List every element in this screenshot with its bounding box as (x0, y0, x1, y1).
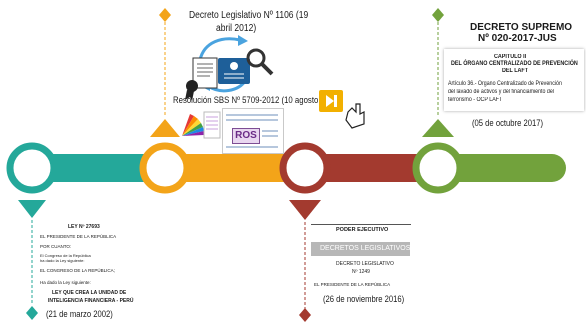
decreto-1249-banner: DECRETOS LEGISLATIVOS (320, 245, 411, 252)
decreto-supremo-body-line3: terrorismo - OCP LAFT (448, 97, 503, 103)
ros-label: ROS (232, 128, 260, 144)
ley-27693-line6: Ha dado la Ley siguiente: (40, 280, 91, 285)
ley-27693-line2: POR CUANTO: (40, 244, 72, 249)
report-table-icon (203, 111, 221, 139)
decreto-supremo-chapter-line3: DEL LAFT (502, 68, 529, 74)
diamond-marker-green (432, 8, 444, 22)
milestone-ring-2017 (412, 142, 464, 194)
decreto-supremo-title-line1: DECRETO SUPREMO (470, 22, 573, 33)
ley-27693-line3: El Congreso de la República (40, 253, 91, 258)
decreto-supremo-body-line1: Artículo 36.- Órgano Centralizado de Pre… (448, 81, 562, 87)
decreto-supremo-date: (05 de octubre 2017) (472, 118, 544, 128)
ros-form-row (262, 130, 278, 132)
seal-icon (185, 80, 198, 101)
milestone-ring-2012 (139, 142, 191, 194)
ros-form-row (262, 135, 278, 137)
decreto-1249-title-line2: Nº 1249 (352, 269, 370, 275)
diamond-marker-red (299, 308, 311, 322)
ley-27693-title: LEY Nº 27693 (68, 224, 100, 230)
resolucion-sbs-title: Resolución SBS Nº 5709-2012 (10 agosto 2… (173, 95, 341, 106)
diamond-marker-teal (26, 306, 38, 320)
decreto-supremo-body-line2: del lavado de activos y del financiamien… (448, 89, 554, 95)
diamond-marker-orange (159, 8, 171, 22)
poder-ejecutivo-rule (311, 224, 411, 231)
pointer-triangle-teal (18, 200, 46, 218)
milestone-ring-2016 (279, 142, 331, 194)
ley-27693-heading-line1: LEY QUE CREA LA UNIDAD DE (52, 290, 127, 296)
pointer-triangle-orange (150, 119, 180, 137)
play-next-icon (326, 95, 337, 107)
milestone-ring-2002 (6, 142, 58, 194)
color-fan-icon (182, 114, 204, 136)
hand-cursor-icon (345, 103, 365, 129)
ley-27693-line1: EL PRESIDENTE DE LA REPÚBLICA (40, 234, 117, 239)
pointer-triangle-red (289, 200, 321, 220)
ley-27693-date: (21 de marzo 2002) (46, 309, 113, 319)
decreto-1106-title-line1: Decreto Legislativo Nº 1106 (19 (189, 10, 309, 21)
ley-27693-line5: EL CONGRESO DE LA REPÚBLICA; (40, 268, 115, 273)
institution-badge-icon (218, 58, 250, 84)
decreto-1249-header: PODER EJECUTIVO (336, 227, 389, 233)
decreto-supremo-title-line2: Nº 020-2017-JUS (478, 33, 557, 44)
decreto-1249-date: (26 de noviembre 2016) (323, 294, 405, 304)
decreto-supremo-chapter-line2: DEL ÓRGANO CENTRALIZADO DE PREVENCIÓN (451, 61, 578, 67)
pointer-triangle-green (422, 119, 454, 137)
decreto-1249-title-line1: DECRETO LEGISLATIVO (336, 261, 394, 267)
decreto-supremo-excerpt (444, 49, 584, 111)
magnifier-icon (246, 48, 274, 76)
ley-27693-line4: ha dado la Ley siguiente: (40, 258, 85, 263)
ley-27693-heading-line2: INTELIGENCIA FINANCIERA - PERÚ (48, 298, 134, 304)
ros-form-row (226, 119, 278, 121)
decreto-1106-title-line2: abril 2012) (216, 23, 257, 34)
ros-form-row (226, 146, 278, 148)
decreto-1249-line1: EL PRESIDENTE DE LA REPÚBLICA (314, 282, 391, 287)
decretos-legislativos-banner (311, 242, 410, 256)
ros-form-row (226, 114, 278, 116)
decreto-supremo-chapter-line1: CAPITULO II (494, 54, 527, 60)
play-next-button[interactable] (319, 90, 343, 112)
